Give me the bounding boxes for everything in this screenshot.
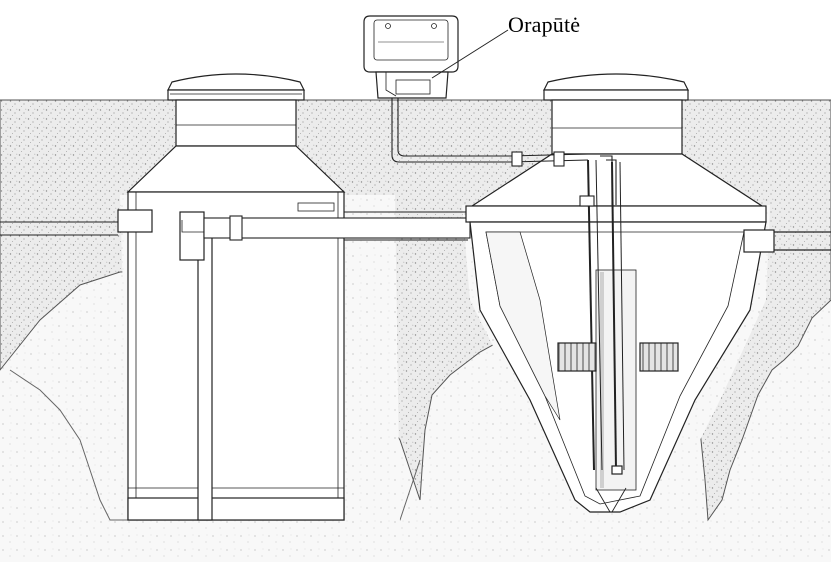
treatment-tank-lid-rim	[543, 89, 689, 101]
transfer-pipe	[203, 211, 471, 241]
blower-callout-leader	[431, 29, 509, 79]
treatment-tank-neck	[551, 99, 683, 155]
treatment-tank	[465, 73, 831, 513]
inlet-pipe	[117, 209, 153, 233]
treatment-tank-lid	[543, 73, 689, 91]
primary-tank-neck	[175, 99, 297, 147]
air-line	[391, 98, 617, 207]
blower-unit	[363, 15, 459, 99]
media-grate-left	[557, 342, 597, 372]
treatment-tank-collar	[465, 205, 767, 223]
primary-tank-base	[127, 497, 345, 521]
inlet-tee	[179, 211, 205, 261]
excavation-outline	[9, 369, 421, 521]
primary-tank	[0, 73, 346, 521]
primary-tank-baffle	[197, 221, 213, 521]
media-grate-right	[639, 342, 679, 372]
primary-tank-lid	[167, 73, 305, 91]
blower-label: Orapūtė	[508, 12, 581, 37]
outlet-pipe	[743, 229, 775, 253]
primary-tank-lid-rim	[167, 89, 305, 101]
primary-tank-body	[127, 191, 345, 521]
